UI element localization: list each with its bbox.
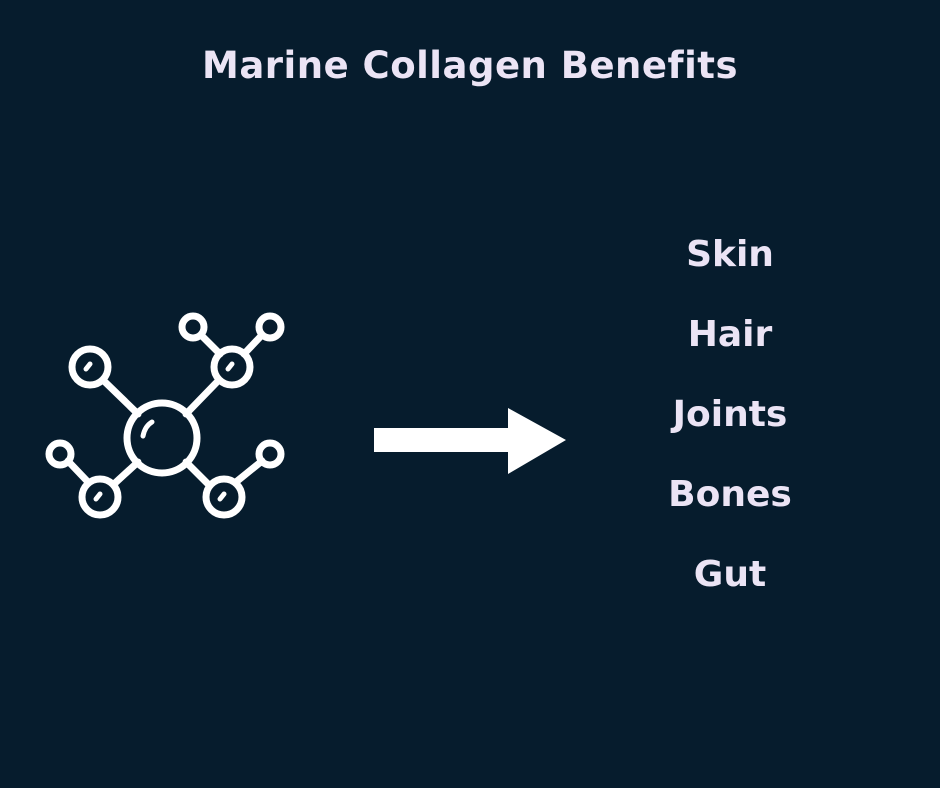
- benefit-joints: Joints: [672, 394, 788, 435]
- benefit-gut: Gut: [693, 554, 767, 595]
- benefit-hair: Hair: [687, 314, 773, 355]
- arrow-right-icon: [374, 408, 566, 474]
- benefit-skin: Skin: [686, 234, 774, 275]
- page-title: Marine Collagen Benefits: [202, 44, 738, 87]
- benefit-bones: Bones: [668, 474, 792, 515]
- molecule-icon: [45, 312, 285, 519]
